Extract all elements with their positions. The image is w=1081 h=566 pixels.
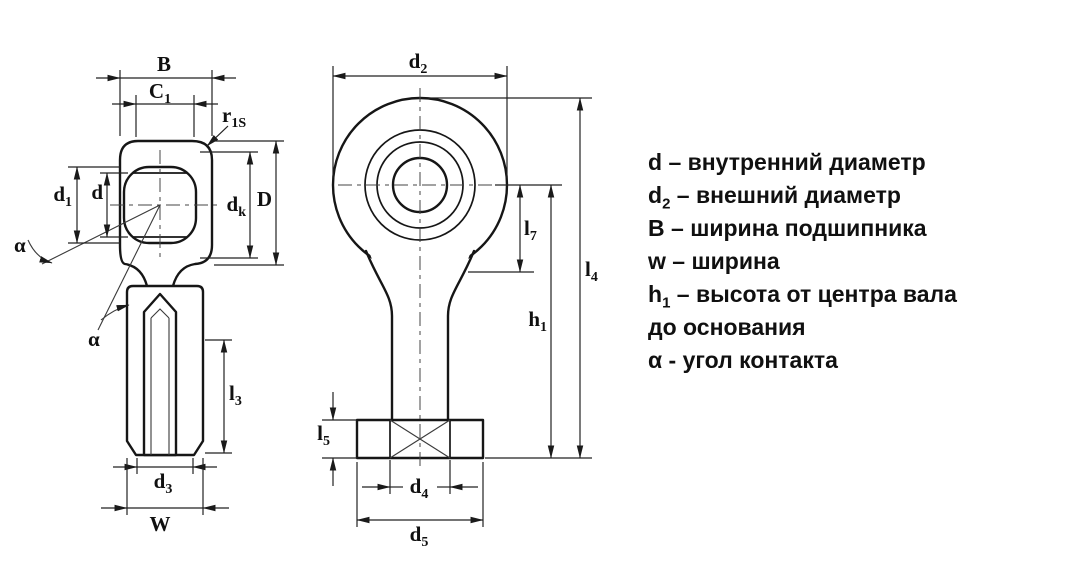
legend-item-d: d – внутренний диаметр	[648, 146, 957, 179]
dim-B: B	[96, 52, 236, 136]
legend-item-h1-continued: до основания	[648, 311, 957, 344]
legend-text: – внешний диаметр	[670, 182, 901, 208]
dim-label-D: D	[257, 187, 272, 211]
legend-symbol: B	[648, 215, 665, 241]
dim-l5: l5	[317, 392, 357, 486]
dim-label-B: B	[157, 52, 171, 76]
legend-item-alpha: α - угол контакта	[648, 344, 957, 377]
legend-text: – высота от центра вала	[670, 281, 957, 307]
dim-label-C1: C1	[149, 79, 171, 107]
dim-label-d: d	[91, 180, 103, 204]
legend-symbol: α	[648, 347, 663, 373]
legend-text: - угол контакта	[662, 347, 838, 373]
dim-d: d	[91, 172, 128, 238]
legend-subscript: 1	[662, 294, 671, 312]
dim-l3: l3	[205, 339, 242, 454]
dim-dk: dk	[200, 151, 258, 259]
legend-symbol: d	[648, 182, 663, 208]
legend-text: до основания	[648, 314, 806, 340]
dim-d1: d1	[53, 166, 120, 244]
legend-symbol: w	[648, 248, 666, 274]
dim-r1s: r1S	[206, 103, 246, 147]
dim-label-r1s: r1S	[222, 103, 246, 131]
dim-label-alpha-2: α	[88, 327, 100, 351]
dim-label-d1: d1	[53, 182, 72, 210]
dim-l4: l4	[428, 97, 598, 459]
legend-text: – ширина	[665, 248, 780, 274]
legend-item-h1: h1 – высота от центра вала	[648, 278, 957, 311]
dim-label-dk: dk	[227, 192, 247, 220]
legend-item-d2: d2 – внешний диаметр	[648, 179, 957, 212]
dim-label-d2: d2	[409, 49, 428, 77]
dim-d5: d5	[356, 462, 484, 550]
dim-d4: d4	[362, 460, 478, 502]
dim-label-alpha-1: α	[14, 233, 26, 257]
shank-left-edge	[364, 249, 394, 423]
contact-angle-lines: α α	[14, 204, 161, 351]
dim-d3: d3	[113, 458, 217, 497]
dim-label-d5: d5	[410, 522, 429, 550]
technical-drawing: α α B C1 r1S	[14, 49, 598, 550]
dim-W: W	[101, 458, 229, 536]
dim-label-l5: l5	[317, 421, 330, 449]
thread-slot	[142, 292, 178, 457]
legend-symbol: h	[648, 281, 663, 307]
shank-right-edge	[446, 249, 476, 423]
dim-label-l4: l4	[585, 257, 598, 285]
dim-h1: h1	[485, 184, 592, 459]
dim-label-l3: l3	[229, 381, 242, 409]
dim-C1: C1	[112, 79, 218, 137]
legend-text: – внутренний диаметр	[662, 149, 926, 175]
dim-label-d3: d3	[154, 469, 173, 497]
legend: d – внутренний диаметр d2 – внешний диам…	[648, 146, 957, 377]
dim-label-d4: d4	[410, 474, 429, 502]
dim-d2: d2	[332, 49, 508, 178]
legend-item-w: w – ширина	[648, 245, 957, 278]
legend-text: – ширина подшипника	[664, 215, 927, 241]
legend-symbol: d	[648, 149, 663, 175]
legend-subscript: 2	[662, 195, 671, 213]
dim-label-l7: l7	[524, 216, 537, 244]
dim-label-W: W	[150, 512, 171, 536]
front-view: d2 l7 h1 l4 l5	[317, 49, 598, 550]
side-view: α α B C1 r1S	[14, 52, 284, 536]
legend-item-B: B – ширина подшипника	[648, 212, 957, 245]
dim-D: D	[214, 140, 284, 266]
dim-label-h1: h1	[528, 307, 547, 335]
